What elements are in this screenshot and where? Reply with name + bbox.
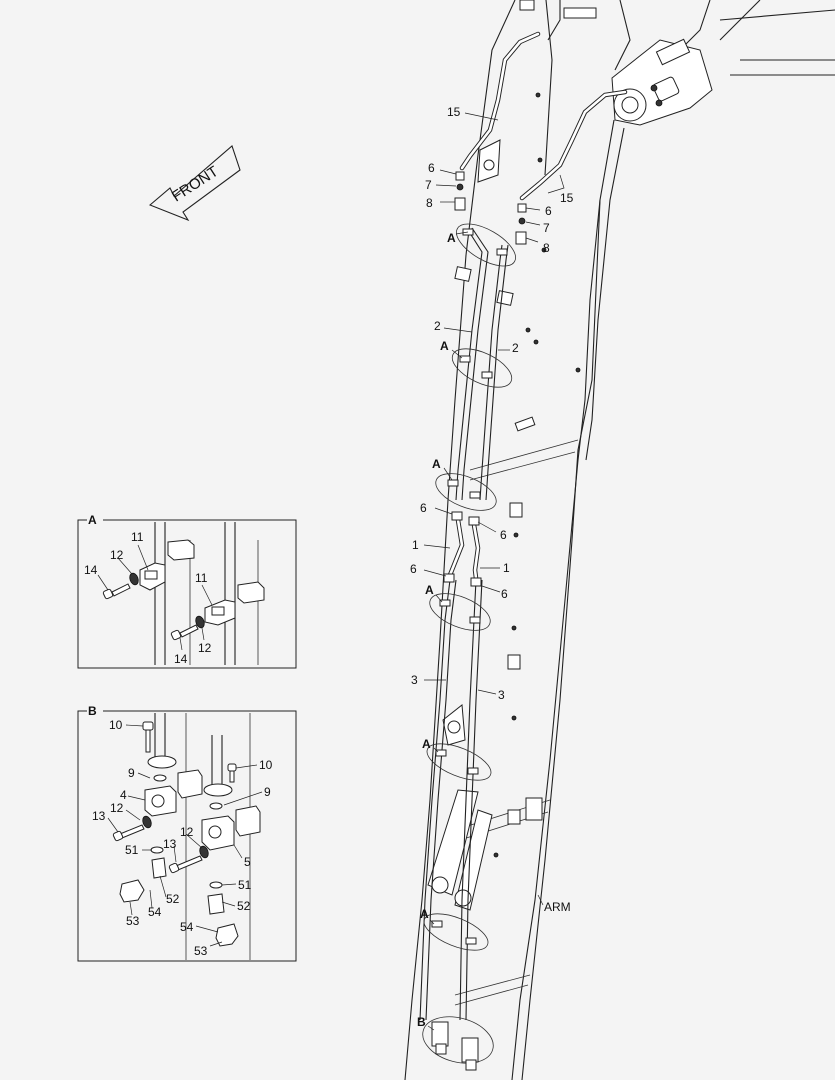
callout-6-top-right: 6 xyxy=(545,204,552,218)
callout-8-top-right: 8 xyxy=(543,241,550,255)
callout-3-right: 3 xyxy=(498,688,505,702)
callout-6-mid-left-lower: 6 xyxy=(410,562,417,576)
detail-a-12-upper: 12 xyxy=(110,548,124,562)
front-label: FRONT xyxy=(169,163,222,205)
clamp-group-3 xyxy=(435,473,497,511)
detail-b-4: 4 xyxy=(120,788,127,802)
detail-b-12-left: 12 xyxy=(110,801,124,815)
callout-2-right: 2 xyxy=(512,341,519,355)
detail-b-panel: B xyxy=(77,704,297,962)
detail-b-12-right: 12 xyxy=(180,825,194,839)
arm-label: ARM xyxy=(544,900,571,914)
detail-b-9-left: 9 xyxy=(128,766,135,780)
detail-b-53-left: 53 xyxy=(126,914,140,928)
hose-15-left xyxy=(459,31,541,171)
clamp-callout-a-1: A xyxy=(447,231,456,245)
detail-b-51-right: 51 xyxy=(238,878,252,892)
detail-a-11-lower: 11 xyxy=(195,571,208,585)
block-callout-b: B xyxy=(417,1015,426,1029)
detail-b-54-left: 54 xyxy=(148,905,162,919)
callout-6-mid-left-upper: 6 xyxy=(420,501,427,515)
pipe-3-right xyxy=(459,579,483,1021)
main-leader-lines xyxy=(423,112,565,1031)
callout-7-top-left: 7 xyxy=(425,178,432,192)
detail-b-10-left: 10 xyxy=(109,718,123,732)
hose-1-right xyxy=(468,516,482,587)
front-direction-arrow: FRONT xyxy=(148,145,241,222)
callout-15-left: 15 xyxy=(447,105,461,119)
clamp-callout-a-4: A xyxy=(425,583,434,597)
clamp-callout-a-3: A xyxy=(432,457,441,471)
clamp-group-6 xyxy=(423,913,489,951)
clamp-callout-a-2: A xyxy=(440,339,449,353)
detail-b-10-right: 10 xyxy=(259,758,273,772)
clamp-group-4 xyxy=(429,593,491,631)
pipe-3-left xyxy=(419,579,457,1021)
detail-b-5: 5 xyxy=(244,855,251,869)
hose-1-left xyxy=(443,511,465,583)
fitting-stack-left xyxy=(454,171,466,211)
detail-a-14-upper: 14 xyxy=(84,563,98,577)
callout-1-left: 1 xyxy=(412,538,419,552)
callout-1-right: 1 xyxy=(503,561,510,575)
detail-a-11-upper: 11 xyxy=(131,530,144,544)
callout-3-left: 3 xyxy=(411,673,418,687)
arm-structure xyxy=(404,0,835,1080)
detail-b-13-right: 13 xyxy=(163,837,177,851)
callout-2-left: 2 xyxy=(434,319,441,333)
callout-8-top-left: 8 xyxy=(426,196,433,210)
clamp-callout-a-6: A xyxy=(420,907,429,921)
detail-a-panel: A 11 12 14 11 14 12 xyxy=(77,513,297,669)
detail-b-title: B xyxy=(88,704,97,718)
main-callout-labels: 15 15 6 7 8 6 7 8 2 2 6 6 1 1 6 6 3 3 A … xyxy=(410,105,574,1029)
callout-15-right: 15 xyxy=(560,191,574,205)
detail-a-12-lower: 12 xyxy=(198,641,212,655)
detail-b-51-left: 51 xyxy=(125,843,139,857)
detail-b-52-left: 52 xyxy=(166,892,180,906)
callout-6-top-left: 6 xyxy=(428,161,435,175)
clamp-group-2 xyxy=(451,348,513,388)
arm-pivot xyxy=(611,38,713,126)
block-group-b xyxy=(422,1016,494,1071)
detail-a-title: A xyxy=(88,513,97,527)
detail-b-54-right: 54 xyxy=(180,920,194,934)
detail-a-14-lower: 14 xyxy=(174,652,188,666)
detail-b-9-right: 9 xyxy=(264,785,271,799)
callout-6-mid-right-lower: 6 xyxy=(501,587,508,601)
callout-7-top-right: 7 xyxy=(543,221,550,235)
callout-6-mid-right-upper: 6 xyxy=(500,528,507,542)
detail-b-53-right: 53 xyxy=(194,944,208,958)
fitting-stack-right xyxy=(515,203,527,245)
clamp-group-5 xyxy=(426,743,492,781)
clamp-callout-a-5: A xyxy=(422,737,431,751)
detail-b-52-right: 52 xyxy=(237,899,251,913)
hose-15-right xyxy=(519,89,628,201)
detail-b-13-left: 13 xyxy=(92,809,106,823)
